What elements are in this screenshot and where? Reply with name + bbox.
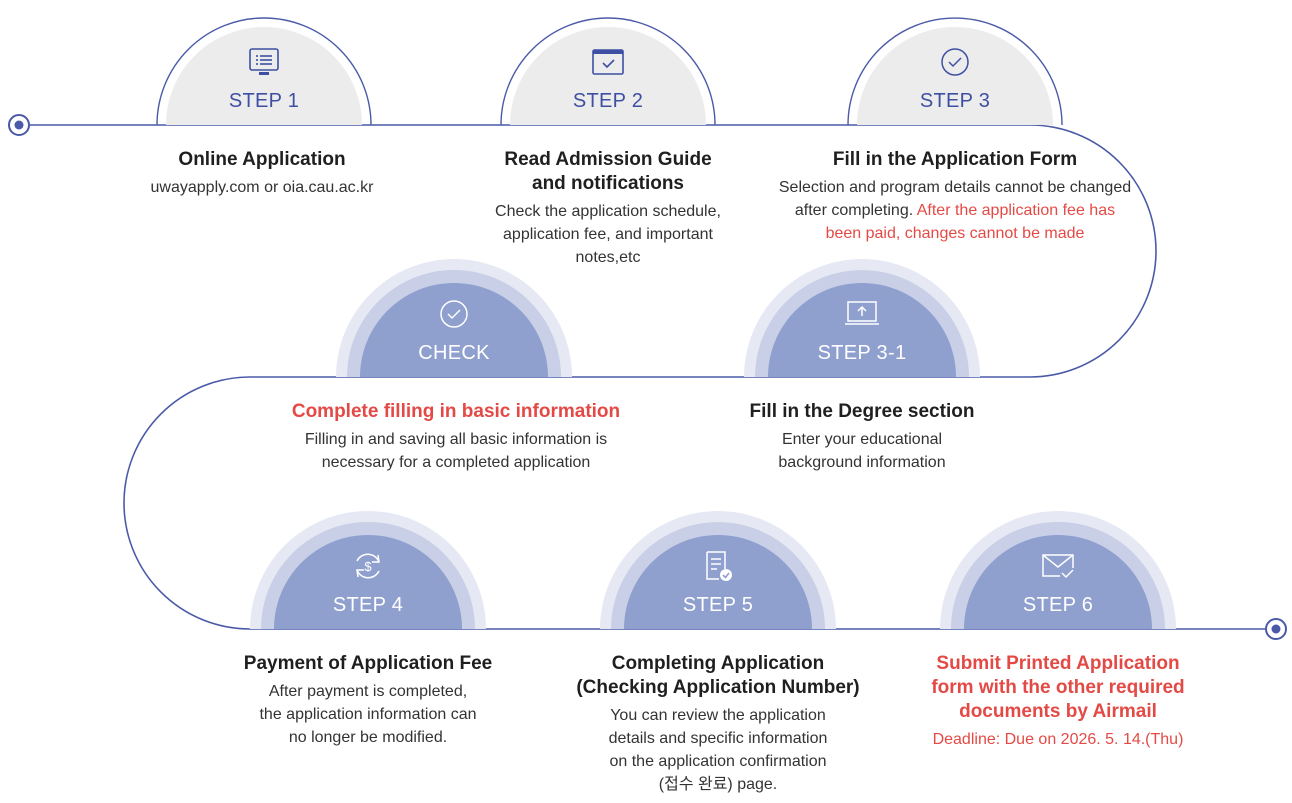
check-desc-line1: Filling in and saving all basic informat…: [304, 431, 608, 448]
step1-desc: uwayapply.com or oia.cau.ac.kr: [150, 179, 374, 196]
step5-desc-line4: (접수 완료) page.: [658, 776, 778, 793]
step3-1-label: STEP 3-1: [817, 342, 907, 364]
step5-text: Completing Application (Checking Applica…: [568, 652, 868, 796]
step2-badge: [500, 17, 716, 126]
step3-desc-line2: after completing. After the application …: [730, 199, 1180, 222]
step3-desc-line1: Selection and program details cannot be …: [778, 179, 1132, 196]
step3-1-desc-line1: Enter your educational: [781, 431, 943, 448]
step3-title: Fill in the Application Form: [832, 149, 1078, 170]
step3-1-desc: Enter your educational background inform…: [712, 428, 1012, 474]
step2-desc-line3: notes,etc: [575, 249, 641, 266]
step2-text: Read Admission Guide and notifications C…: [458, 148, 758, 269]
check-circle-icon: [434, 294, 474, 334]
step2-title-line1: Read Admission Guide: [504, 149, 712, 170]
step2-desc-line1: Check the application schedule,: [495, 203, 721, 220]
step5-desc-line3: on the application confirmation: [609, 753, 827, 770]
step3-label: STEP 3: [919, 90, 991, 112]
flow-end-marker: [1265, 618, 1287, 640]
check-circle-icon: [935, 42, 975, 82]
check-desc: Filling in and saving all basic informat…: [236, 428, 676, 474]
step3-desc-line3-red: been paid, changes cannot be made: [825, 225, 1085, 242]
check-title: Complete filling in basic information: [291, 401, 621, 422]
step6-label: STEP 6: [1022, 594, 1094, 616]
step4-label: STEP 4: [332, 594, 404, 616]
step4-badge: [250, 511, 486, 629]
step1-badge: [156, 17, 372, 126]
step5-label: STEP 5: [682, 594, 754, 616]
step2-desc-line2: application fee, and important: [503, 226, 713, 243]
step4-desc-line2: the application information can: [259, 706, 477, 723]
step3-desc-line2-black: after completing.: [794, 202, 917, 219]
step2-desc: Check the application schedule, applicat…: [458, 200, 758, 269]
step3-1-title: Fill in the Degree section: [749, 401, 975, 422]
check-label: CHECK: [418, 342, 490, 364]
step5-desc-line1: You can review the application: [610, 707, 826, 724]
step4-text: Payment of Application Fee After payment…: [218, 652, 518, 749]
step6-deadline: Deadline: Due on 2026. 5. 14.(Thu): [932, 731, 1184, 748]
step3-desc-line2-red: After the application fee has: [916, 202, 1116, 219]
laptop-upload-icon: [842, 294, 882, 334]
step3-1-desc-line2: background information: [778, 454, 946, 471]
calendar-check-icon: [588, 42, 628, 82]
mail-check-icon: [1038, 546, 1078, 586]
step3-text: Fill in the Application Form Selection a…: [730, 148, 1180, 245]
step6-text: Submit Printed Application form with the…: [898, 652, 1218, 751]
step2-label: STEP 2: [572, 90, 644, 112]
step6-title-line1: Submit Printed Application: [936, 653, 1180, 674]
step5-title-line2: (Checking Application Number): [576, 677, 860, 698]
step6-title-line2: form with the other required: [931, 677, 1185, 698]
step5-badge: [600, 511, 836, 629]
document-check-icon: [698, 546, 738, 586]
step3-badge: [847, 17, 1063, 126]
check-desc-line2: necessary for a completed application: [321, 454, 591, 471]
step2-title-line2: and notifications: [532, 173, 684, 194]
check-text: Complete filling in basic information Fi…: [236, 400, 676, 474]
step6-title-line3: documents by Airmail: [959, 701, 1157, 722]
step1-text: Online Application uwayapply.com or oia.…: [112, 148, 412, 199]
flow-line: [27, 124, 1276, 630]
step5-desc: You can review the application details a…: [568, 704, 868, 796]
step5-desc-line2: details and specific information: [608, 730, 828, 747]
dollar-refresh-icon: $: [348, 546, 388, 586]
step3-1-text: Fill in the Degree section Enter your ed…: [712, 400, 1012, 474]
svg-text:$: $: [364, 559, 372, 574]
step4-desc-line3: no longer be modified.: [288, 729, 448, 746]
list-monitor-icon: [244, 42, 284, 82]
step5-title-line1: Completing Application: [611, 653, 825, 674]
step4-desc-line1: After payment is completed,: [268, 683, 468, 700]
step1-title: Online Application: [178, 149, 346, 170]
check-badge: [336, 259, 572, 377]
step3-desc: Selection and program details cannot be …: [730, 176, 1180, 245]
step1-label: STEP 1: [228, 90, 300, 112]
step4-title: Payment of Application Fee: [243, 653, 493, 674]
flow-start-marker: [8, 114, 30, 136]
step4-desc: After payment is completed, the applicat…: [218, 680, 518, 749]
